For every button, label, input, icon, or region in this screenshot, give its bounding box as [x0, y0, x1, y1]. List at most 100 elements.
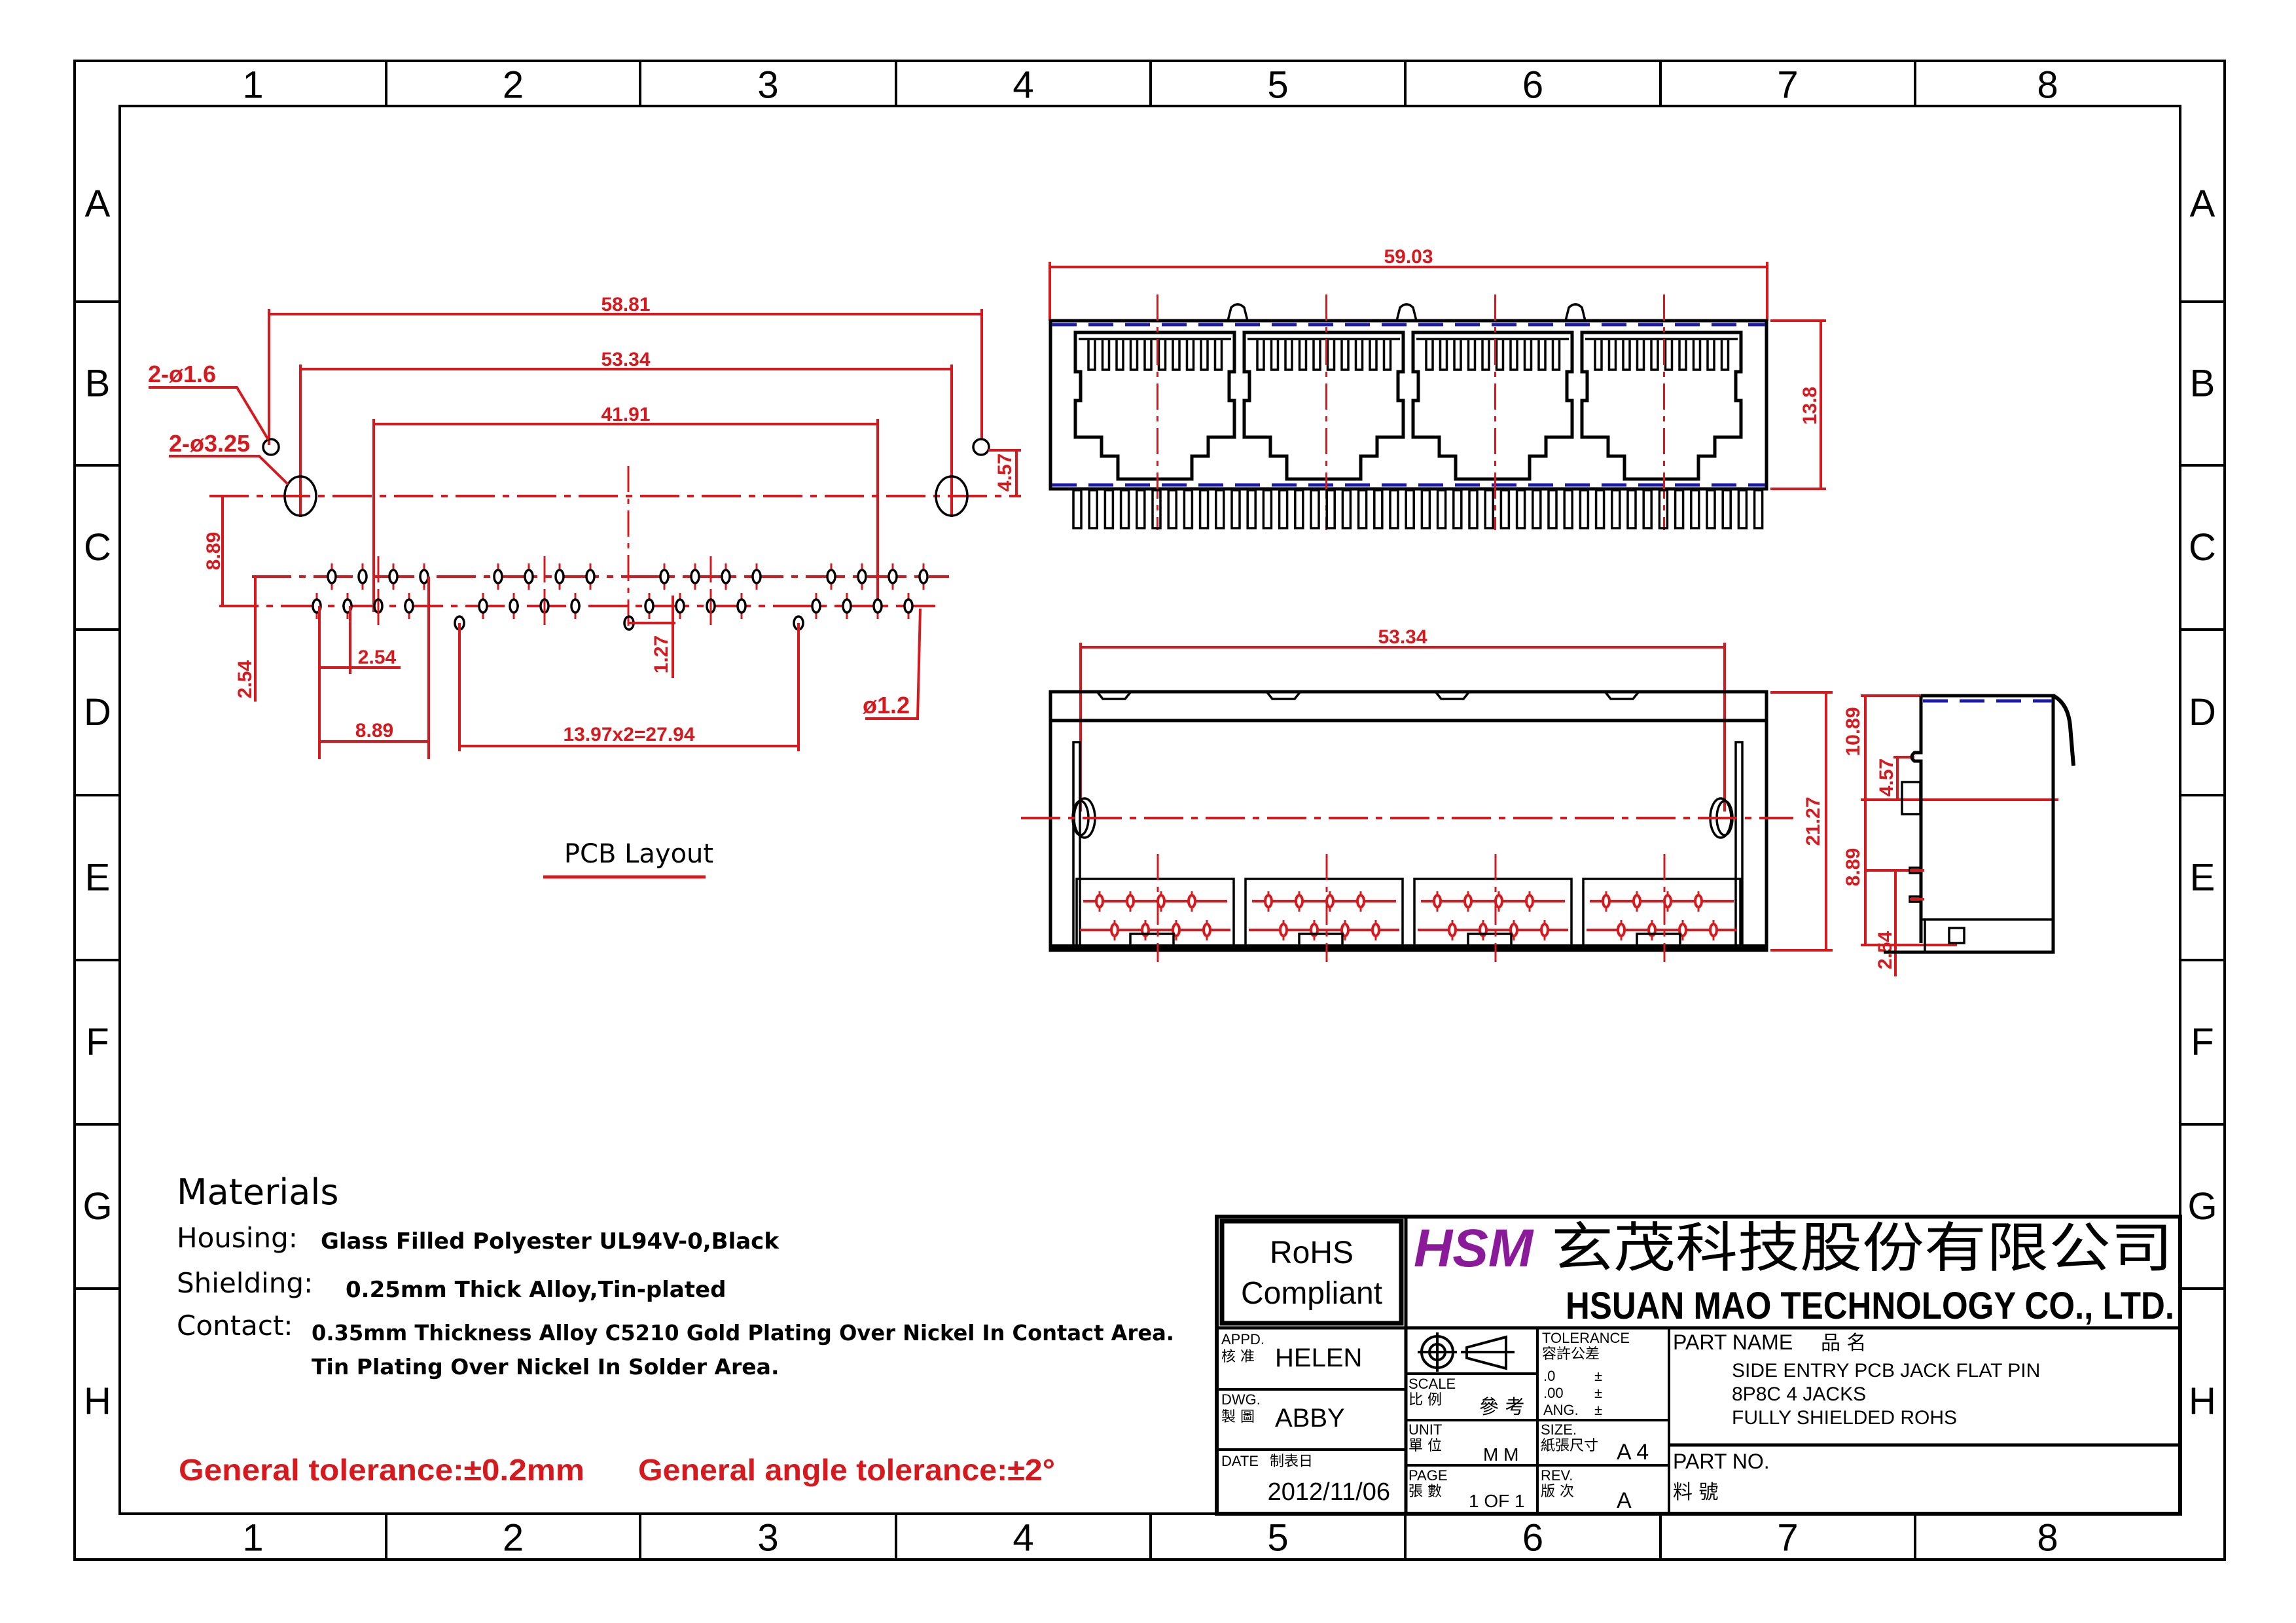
zone-row-label-right: B: [2190, 363, 2215, 405]
port-contact: [1340, 340, 1350, 371]
dim-jack-pitch: 13.97x2=27.94: [563, 724, 694, 745]
tol-row-1-key: .00: [1543, 1385, 1564, 1401]
port-contact: [1425, 340, 1434, 371]
dim-4-57-pcb: 4.57: [994, 454, 1016, 491]
port-contact: [1115, 340, 1124, 371]
zone-row-label-left: C: [84, 526, 111, 569]
dim-58-81: 58.81: [601, 294, 650, 315]
port-contact: [1369, 340, 1378, 371]
zone-row-label-right: H: [2189, 1380, 2216, 1423]
zone-col-label-top: 4: [1013, 64, 1033, 107]
port-contact: [1354, 340, 1364, 371]
front-pin: [1246, 489, 1257, 529]
pcb-pin-hole: [388, 569, 399, 584]
zone-col-label-bottom: 4: [1013, 1517, 1033, 1560]
front-pin: [1547, 489, 1558, 529]
front-pin: [1119, 489, 1130, 529]
pcb-pin-hole: [811, 598, 821, 614]
pcb-pin-hole: [570, 598, 581, 614]
dim-8-89-pcb: 8.89: [203, 532, 224, 570]
zone-row-label-left: D: [84, 691, 111, 734]
dim-2-54-pitch: 2.54: [358, 647, 397, 668]
zone-row-label-right: E: [2190, 857, 2215, 899]
size-value: A 4: [1617, 1440, 1649, 1465]
pcb-layout-title: PCB Layout: [564, 839, 713, 869]
appd-value: HELEN: [1275, 1344, 1362, 1372]
port-contact: [1537, 340, 1547, 371]
front-pin: [1690, 489, 1700, 529]
page-label-cn: 張 數: [1408, 1484, 1442, 1500]
zone-col-label-bottom: 7: [1777, 1517, 1798, 1560]
pcb-pin-hole: [903, 598, 914, 614]
tol-row-1-sign: ±: [1594, 1385, 1602, 1401]
bottom-jack-module: [1413, 878, 1573, 949]
bottom-pin: [1632, 894, 1641, 908]
bottom-notch: [1266, 691, 1301, 700]
size-label-cn: 紙張尺寸: [1541, 1438, 1598, 1454]
front-pin: [1262, 489, 1273, 529]
rohs-line-1: RoHS: [1270, 1236, 1354, 1270]
bottom-jack-modules: [1075, 854, 1742, 962]
port-contact: [1312, 340, 1321, 371]
zone-row-label-left: B: [85, 363, 111, 405]
front-pin: [1706, 489, 1716, 529]
port-contact: [1129, 340, 1139, 371]
zone-row-label-left: A: [85, 183, 111, 225]
front-pins: [1072, 489, 1764, 529]
port-contact: [1650, 340, 1659, 371]
pcb-pin-hole: [842, 598, 852, 614]
pcb-pin-hole: [918, 569, 929, 584]
part-name-label: PART NAME: [1673, 1330, 1793, 1354]
port-contact: [1551, 340, 1561, 371]
dim-13-8: 13.8: [1799, 387, 1821, 425]
bottom-pin: [1202, 923, 1211, 937]
dim-2-54-side: 2.54: [1874, 931, 1896, 969]
size-label: SIZE.: [1541, 1421, 1577, 1438]
port-contact: [1382, 340, 1392, 371]
port-contact: [1143, 340, 1153, 371]
title-block: RoHS Compliant HSM 玄茂科技股份有限公司 HSUAN MAO …: [1215, 1215, 2182, 1516]
front-pin: [1563, 489, 1573, 529]
port-contact: [1213, 340, 1223, 371]
part-name-line-2: 8P8C 4 JACKS: [1732, 1383, 1866, 1405]
shielding-value: 0.25mm Thick Alloy,Tin-plated: [346, 1277, 726, 1303]
shield-tab: [1564, 303, 1587, 321]
zone-col-label-top: 5: [1267, 64, 1288, 107]
front-pin: [1721, 489, 1732, 529]
port-contact: [1678, 340, 1687, 371]
front-pin: [1499, 489, 1511, 529]
scale-label: SCALE: [1408, 1376, 1456, 1392]
pcb-pin-hole: [478, 598, 488, 614]
shield-tab: [1395, 303, 1418, 321]
front-pin: [1294, 489, 1304, 529]
front-view: 59.03 13.8: [1049, 246, 1826, 530]
port-contact: [1087, 340, 1096, 371]
zone-col-label-top: 6: [1522, 64, 1543, 107]
pcb-pin-hole: [751, 569, 762, 584]
rev-label: REV.: [1541, 1467, 1573, 1484]
date-value: 2012/11/06: [1268, 1478, 1390, 1506]
tolerance-label: TOLERANCE: [1542, 1330, 1630, 1346]
port-contact: [1453, 340, 1462, 371]
zone-col-label-top: 3: [757, 64, 778, 107]
dwg-label: DWG.: [1221, 1391, 1261, 1408]
pcb-pin-holes: [312, 556, 929, 625]
projection-symbol-icon: [1418, 1332, 1515, 1372]
dim-21-27: 21.27: [1803, 796, 1824, 846]
date-label-cn: 制表日: [1270, 1454, 1313, 1470]
contact-value-2: Tin Plating Over Nickel In Solder Area.: [312, 1354, 779, 1380]
bottom-pin: [1279, 923, 1288, 937]
bottom-pin: [1694, 894, 1703, 908]
pcb-pin-hole: [554, 569, 565, 584]
unit-value: M M: [1483, 1444, 1518, 1465]
pcb-pin-hole: [419, 569, 429, 584]
front-pin: [1579, 489, 1590, 529]
dim-53-34: 53.34: [601, 349, 650, 370]
front-pin: [1373, 489, 1384, 529]
pcb-pin-hole: [721, 569, 731, 584]
contact-value-1: 0.35mm Thickness Alloy C5210 Gold Platin…: [312, 1320, 1174, 1346]
port-contact: [1509, 340, 1518, 371]
dim-59-03: 59.03: [1384, 246, 1433, 268]
rj45-port: [1580, 330, 1743, 481]
